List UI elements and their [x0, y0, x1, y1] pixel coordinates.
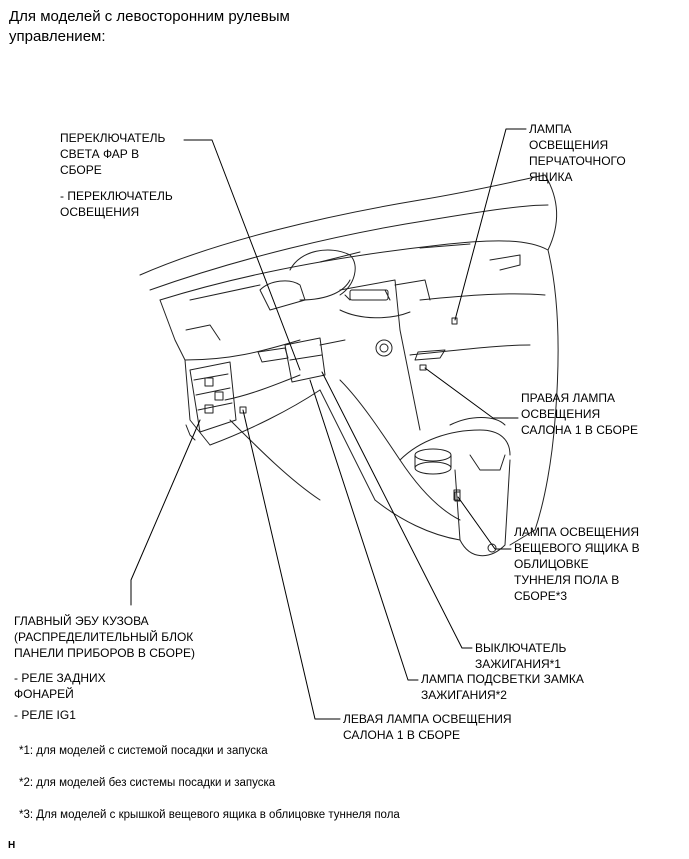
- key-cylinder-light-label: ЛАМПА ПОДСВЕТКИ ЗАМКА ЗАЖИГАНИЯ*2: [421, 672, 584, 702]
- junction-block-drawing: [185, 361, 237, 441]
- ignition-switch-label: ВЫКЛЮЧАТЕЛЬ ЗАЖИГАНИЯ*1: [475, 641, 567, 671]
- left-room-lamp-label: ЛЕВАЯ ЛАМПА ОСВЕЩЕНИЯ САЛОНА 1 В СБОРЕ: [343, 712, 512, 742]
- ig1-relay-label: - РЕЛЕ IG1: [14, 708, 76, 722]
- leader-lines: [130, 128, 527, 720]
- dashboard-outline: [139, 174, 559, 557]
- footnote-2: *2: для моделей без системы посадки и за…: [19, 777, 276, 789]
- glovebox-lamp-label: ЛАМПА ОСВЕЩЕНИЯ ПЕРЧАТОЧНОГО ЯЩИКА: [529, 122, 626, 184]
- lighting-switch-sublabel: - ПЕРЕКЛЮЧАТЕЛЬ ОСВЕЩЕНИЯ: [60, 189, 173, 219]
- glovebox-lamp-mark: [451, 317, 458, 325]
- page-heading: Для моделей с левосторонним рулевым упра…: [9, 8, 290, 45]
- footnote-1: *1: для моделей с системой посадки и зап…: [19, 745, 268, 757]
- right-room-lamp-mark: [419, 364, 427, 371]
- footnote-3: *3: Для моделей с крышкой вещевого ящика…: [19, 809, 400, 821]
- right-room-lamp-label: ПРАВАЯ ЛАМПА ОСВЕЩЕНИЯ САЛОНА 1 В СБОРЕ: [521, 391, 638, 437]
- left-room-lamp-mark: [239, 406, 247, 414]
- console-box-lamp-mark: [454, 491, 461, 502]
- headlight-switch-drawing: [257, 337, 346, 383]
- main-body-ecu-label: ГЛАВНЫЙ ЭБУ КУЗОВА (РАСПРЕДЕЛИТЕЛЬНЫЙ БЛ…: [14, 614, 195, 660]
- console-box-lamp-label: ЛАМПА ОСВЕЩЕНИЯ ВЕЩЕВОГО ЯЩИКА В ОБЛИЦОВ…: [514, 525, 640, 603]
- figure-id: H: [8, 840, 16, 851]
- tail-relay-label: - РЕЛЕ ЗАДНИХ ФОНАРЕЙ: [14, 671, 106, 701]
- headlight-switch-label: ПЕРЕКЛЮЧАТЕЛЬ СВЕТА ФАР В СБОРЕ: [60, 131, 166, 177]
